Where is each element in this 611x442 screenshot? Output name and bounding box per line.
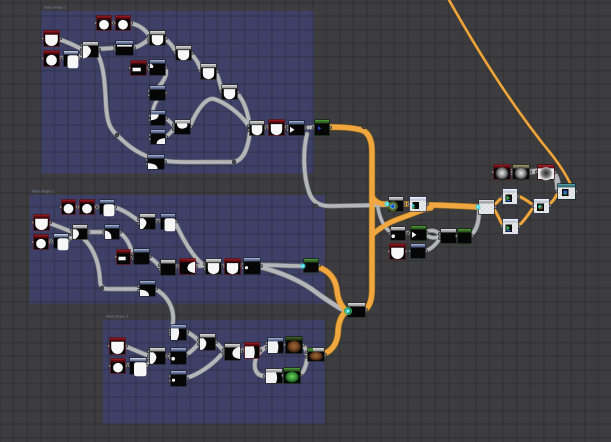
svg-text:Main Shape 3: Main Shape 3 bbox=[106, 315, 128, 319]
svg-text:Main Shape 1: Main Shape 1 bbox=[44, 6, 66, 10]
svg-text:Main Shape 2: Main Shape 2 bbox=[32, 190, 54, 194]
